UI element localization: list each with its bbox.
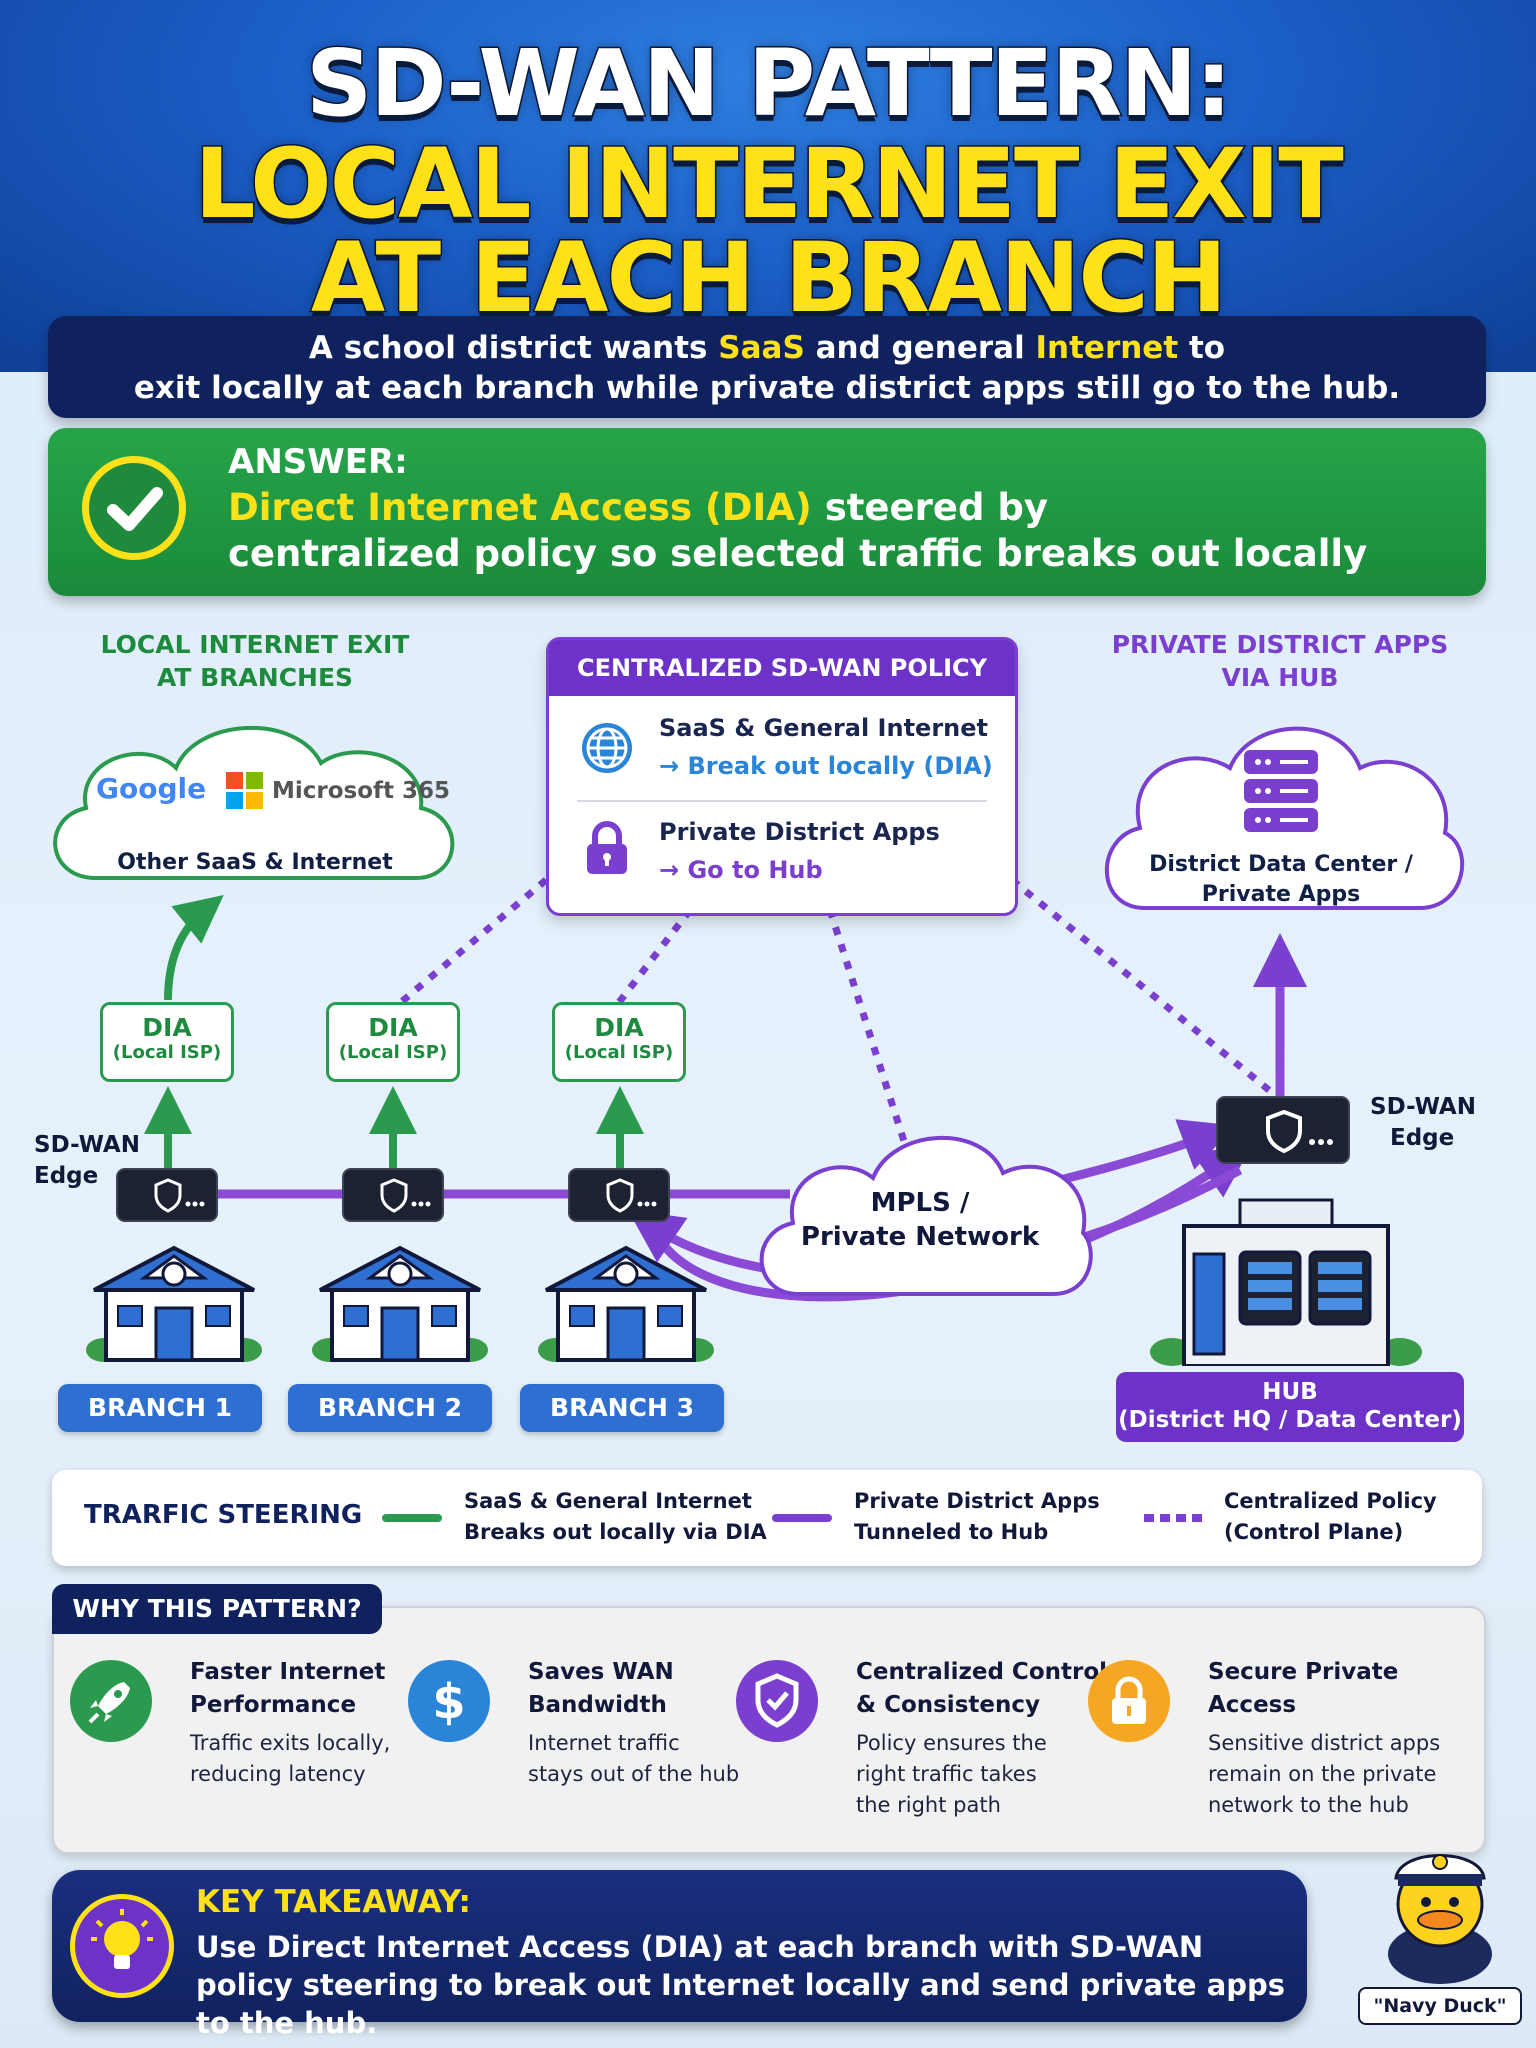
google-logo: Google (96, 772, 207, 805)
lock-icon (1088, 1660, 1170, 1742)
dia-box-3: DIA (Local ISP) (552, 1002, 686, 1082)
server-icon (1242, 748, 1320, 834)
duck-mascot (1388, 1854, 1492, 1984)
microsoft-logo-icon (226, 772, 264, 810)
key-takeaway: KEY TAKEAWAY: Use Direct Internet Access… (52, 1870, 1307, 2040)
dia-box-1: DIA (Local ISP) (100, 1002, 234, 1082)
sdwan-edge-branch-1 (116, 1168, 218, 1222)
branch-1-label: BRANCH 1 (58, 1384, 262, 1432)
dollar-icon: $ (408, 1660, 490, 1742)
rule1-title: SaaS & General Internet (659, 714, 988, 742)
school-icon (86, 1245, 262, 1362)
svg-text:$: $ (432, 1674, 465, 1730)
rule2-action: → Go to Hub (659, 856, 823, 884)
shield-icon (1266, 1109, 1333, 1154)
legend-item-2: Private District Apps Tunneled to Hub (854, 1489, 1100, 1544)
rocket-icon (70, 1660, 152, 1742)
answer-label: ANSWER: (228, 442, 408, 482)
policy-heading: CENTRALIZED SD-WAN POLICY (549, 640, 1015, 696)
shield-icon (154, 1178, 205, 1213)
school-icon (312, 1245, 488, 1362)
header-banner (0, 0, 1536, 372)
dia-box-2: DIA (Local ISP) (326, 1002, 460, 1082)
building-icon (1150, 1198, 1422, 1366)
legend-dotted-line (1144, 1514, 1204, 1522)
policy-divider (577, 800, 987, 802)
microsoft-365-label: Microsoft 365 (272, 778, 451, 804)
rule1-action: → Break out locally (DIA) (659, 752, 993, 780)
left-heading: LOCAL INTERNET EXIT AT BRANCHES (100, 630, 410, 692)
school-icon (538, 1245, 714, 1362)
rule2-title: Private District Apps (659, 818, 940, 846)
scenario-line-2: exit locally at each branch while privat… (133, 370, 1401, 406)
scenario-box: A school district wants SaaS and general… (48, 316, 1486, 418)
right-heading: PRIVATE DISTRICT APPS VIA HUB (1111, 630, 1449, 692)
title-line-2: LOCAL INTERNET EXIT (193, 127, 1345, 242)
answer-line-2: centralized policy so selected traffic b… (228, 532, 1368, 575)
legend-title: TRARFIC STEERING (84, 1500, 363, 1530)
legend-purple-line (772, 1514, 832, 1522)
globe-icon (579, 720, 635, 776)
shield-check-icon (736, 1660, 818, 1742)
branch-2-label: BRANCH 2 (288, 1384, 492, 1432)
key-body: Use Direct Internet Access (DIA) at each… (196, 1930, 1286, 2040)
legend-item-3: Centralized Policy (Control Plane) (1224, 1489, 1437, 1544)
lock-icon (585, 820, 629, 876)
sdwan-edge-branch-2 (342, 1168, 444, 1222)
sdwan-edge-hub (1216, 1096, 1350, 1164)
traffic-legend: TRARFIC STEERING SaaS & General Internet… (52, 1470, 1482, 1566)
scenario-line-1: A school district wants SaaS and general… (308, 330, 1226, 366)
check-icon (82, 456, 186, 560)
lightbulb-icon (70, 1894, 174, 1998)
sdwan-edge-branch-3 (568, 1168, 670, 1222)
shield-icon (606, 1178, 657, 1213)
saas-cloud-caption: Other SaaS & Internet (117, 850, 393, 875)
why-heading: WHY THIS PATTERN? (52, 1584, 382, 1634)
mpls-cloud (759, 1135, 1093, 1296)
legend-green-line (382, 1514, 442, 1522)
why-item-1-desc: Traffic exits locally,reducing latency (190, 1731, 391, 1786)
edge-label-right: SD-WAN Edge (1370, 1094, 1476, 1151)
legend-item-1: SaaS & General Internet Breaks out local… (464, 1489, 767, 1544)
mpls-label: MPLS / Private Network (800, 1188, 1040, 1252)
answer-line-1: Direct Internet Access (DIA) steered by (228, 486, 1048, 529)
title-line-1: SD-WAN PATTERN: (304, 29, 1233, 139)
hub-label: HUB (District HQ / Data Center) (1116, 1372, 1464, 1442)
key-heading: KEY TAKEAWAY: (196, 1884, 471, 1920)
policy-box: CENTRALIZED SD-WAN POLICY SaaS & General… (546, 637, 1018, 916)
branch-3-label: BRANCH 3 (520, 1384, 724, 1432)
shield-icon (380, 1178, 431, 1213)
datacenter-caption: District Data Center / Private Apps (1149, 852, 1413, 907)
mascot-label: "Navy Duck" (1358, 1987, 1522, 2025)
edge-label-left: SD-WAN Edge (34, 1132, 140, 1189)
answer-box: ANSWER: Direct Internet Access (DIA) ste… (48, 428, 1486, 596)
why-item-3-title: Centralized Control& Consistency (856, 1659, 1108, 1718)
